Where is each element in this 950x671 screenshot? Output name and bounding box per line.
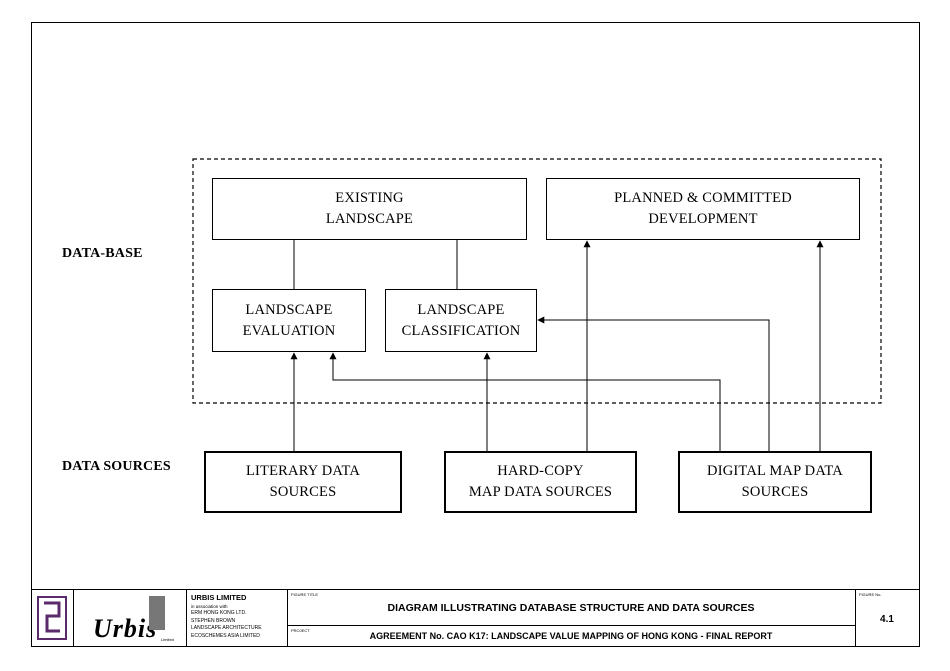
arrow-digital-evaluation (329, 352, 721, 452)
literary-sources-box: LITERARY DATA SOURCES (204, 451, 402, 513)
database-boundary (192, 158, 882, 404)
partner-2: STEPHEN BROWN (191, 617, 236, 624)
company-logo-mark (37, 596, 67, 640)
association-text: in association with (191, 603, 228, 609)
arrow-digital-classification (537, 316, 770, 452)
existing-landscape-box: EXISTING LANDSCAPE (212, 178, 527, 240)
urbis-logo: Urbis Limited (79, 594, 183, 644)
figure-no-caption: FIGURE No. (859, 592, 882, 597)
project-title: AGREEMENT No. CAO K17: LANDSCAPE VALUE M… (369, 631, 773, 641)
database-label: DATA-BASE (62, 246, 143, 261)
figure-title: DIAGRAM ILLUSTRATING DATABASE STRUCTURE … (387, 602, 755, 614)
digital-sources-box: DIGITAL MAP DATA SOURCES (678, 451, 872, 513)
planned-development-box: PLANNED & COMMITTED DEVELOPMENT (546, 178, 860, 240)
landscape-evaluation-box: LANDSCAPE EVALUATION (212, 289, 366, 352)
title-block: Urbis Limited URBIS LIMITED in associati… (31, 589, 920, 648)
landscape-classification-box: LANDSCAPE CLASSIFICATION (385, 289, 537, 352)
figure-number: 4.1 (880, 614, 894, 625)
figure-title-caption: FIGURE TITLE (291, 592, 319, 597)
partner-4: ECOSCHEMES ASIA LIMITED (191, 632, 260, 639)
project-caption: PROJECT (291, 628, 310, 633)
hardcopy-sources-box: HARD-COPY MAP DATA SOURCES (444, 451, 637, 513)
drawing-frame (31, 22, 920, 647)
partner-1: ERM HONG KONG LTD. (191, 610, 247, 616)
partner-3: LANDSCAPE ARCHITECTURE (191, 625, 262, 631)
company-name: URBIS LIMITED (191, 593, 247, 602)
data-sources-label: DATA SOURCES (62, 459, 171, 474)
